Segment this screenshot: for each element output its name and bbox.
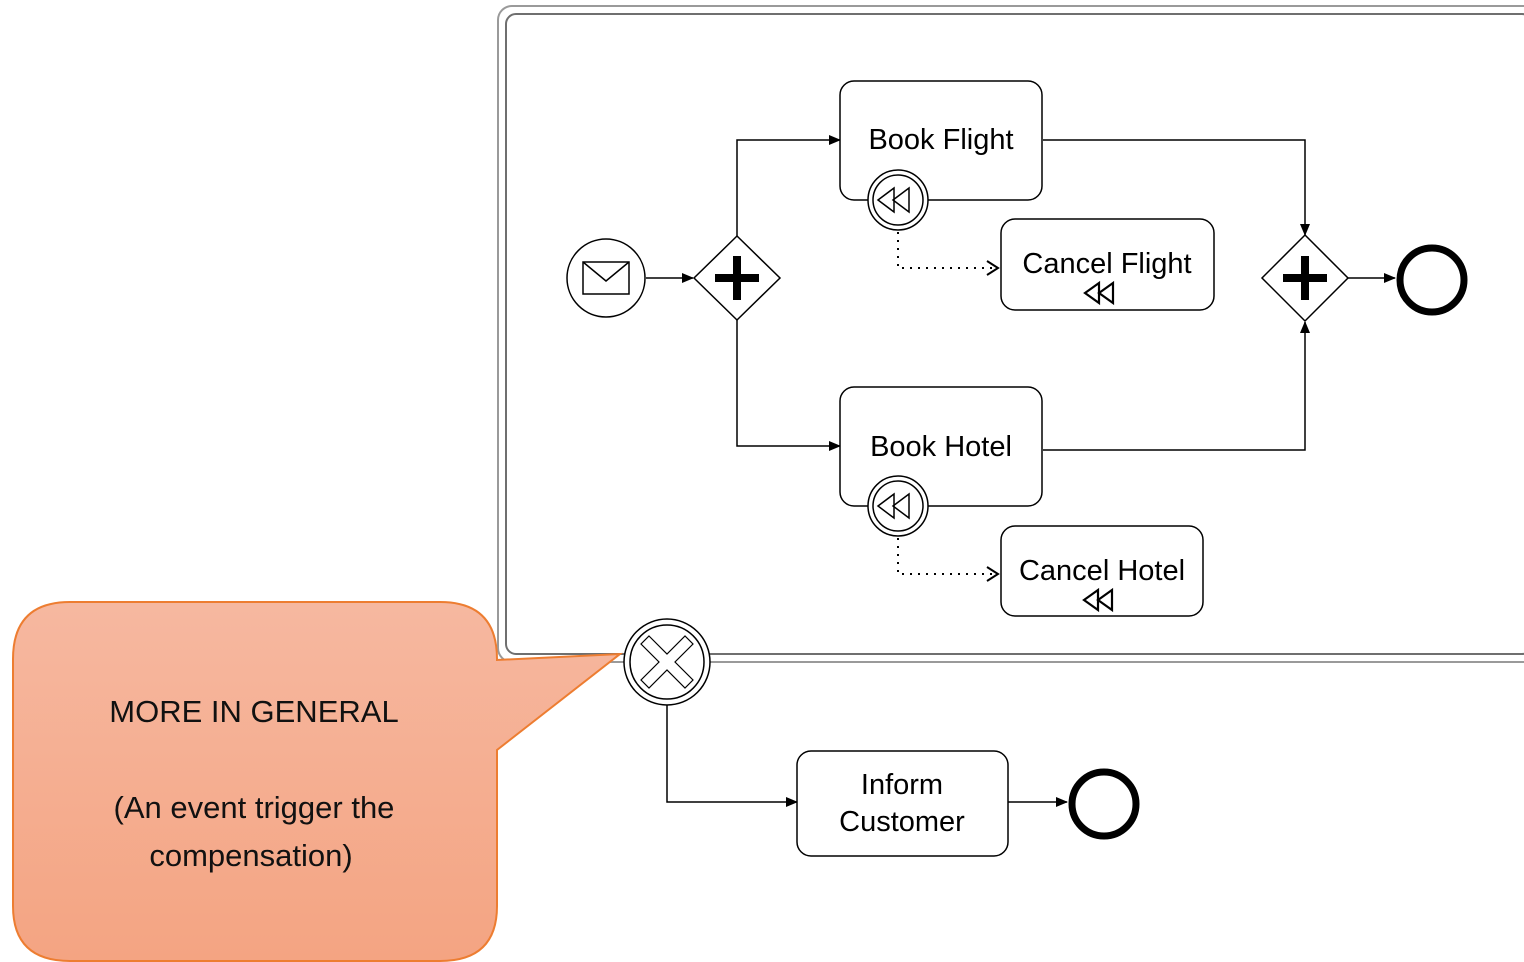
message-start-event[interactable] [566, 238, 646, 318]
task-book-flight[interactable]: Book Flight [839, 80, 1043, 201]
rewind-icon [876, 492, 910, 520]
parallel-gateway-split[interactable] [692, 234, 782, 322]
task-cancel-hotel-label: Cancel Hotel [1019, 555, 1185, 587]
parallel-gateway-join[interactable] [1260, 233, 1350, 323]
callout-text-line-2: compensation) [149, 838, 352, 873]
flow-error-to-inform [666, 700, 798, 807]
error-boundary-event[interactable] [623, 618, 711, 706]
compensation-marker-icon [1082, 587, 1114, 613]
end-event-subprocess[interactable] [1396, 244, 1468, 316]
flow-split-to-book-flight [736, 135, 841, 236]
task-inform-customer-label-1: Inform [861, 769, 943, 801]
task-book-hotel[interactable]: Book Hotel [839, 386, 1043, 507]
sequence-flows [646, 135, 1396, 807]
envelope-icon [582, 261, 630, 295]
subprocess-booking[interactable] [497, 5, 1524, 663]
task-book-flight-label: Book Flight [868, 124, 1013, 156]
callout-text-line-1: (An event trigger the [114, 790, 395, 825]
task-inform-customer[interactable]: Inform Customer [796, 750, 1009, 857]
task-book-hotel-label: Book Hotel [870, 431, 1012, 463]
task-cancel-flight-label: Cancel Flight [1022, 248, 1191, 280]
compensation-boundary-event-flight[interactable] [867, 169, 929, 231]
association-hotel [897, 538, 1000, 582]
compensation-boundary-event-hotel[interactable] [867, 475, 929, 537]
cancel-x-icon [640, 635, 694, 689]
callout-title: MORE IN GENERAL [109, 694, 398, 729]
task-cancel-flight[interactable]: Cancel Flight [1000, 218, 1215, 311]
rewind-icon [876, 186, 910, 214]
end-event-final[interactable] [1068, 768, 1140, 840]
compensation-marker-icon [1083, 280, 1115, 306]
association-flight [897, 232, 1000, 276]
task-inform-customer-label-2: Customer [839, 806, 965, 838]
flow-book-hotel-to-join [1043, 321, 1310, 451]
flow-book-flight-to-join [1043, 139, 1310, 236]
callout-bubble: MORE IN GENERAL (An event trigger the co… [12, 601, 624, 962]
task-cancel-hotel[interactable]: Cancel Hotel [1000, 525, 1204, 617]
flow-split-to-book-hotel [736, 320, 841, 451]
